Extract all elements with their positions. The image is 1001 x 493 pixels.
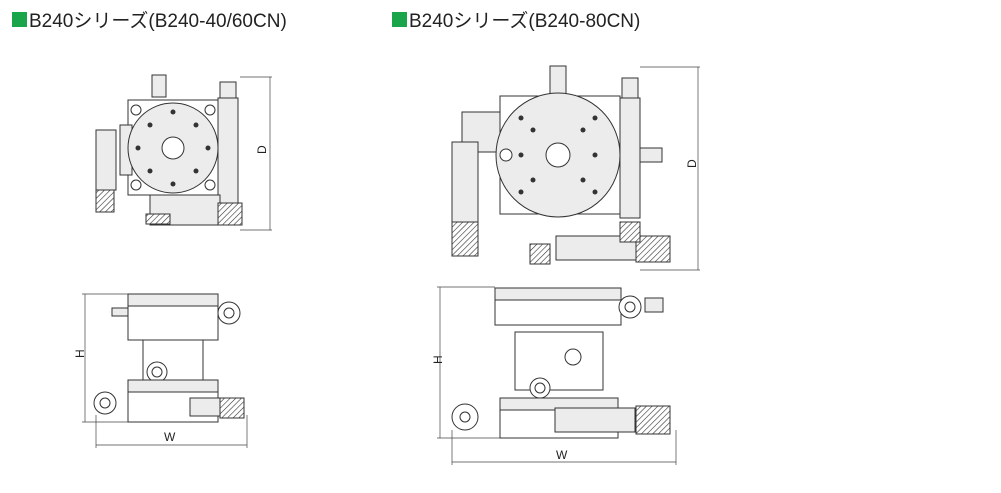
green-square-icon	[12, 12, 27, 27]
dimension-w-label: W	[556, 448, 568, 462]
top-view-40-60cn: D	[95, 74, 272, 231]
dimension-w-label: W	[164, 430, 176, 444]
top-view-80cn: D	[451, 65, 700, 271]
front-view-40-60cn: H W	[73, 293, 248, 448]
title-text: B240シリーズ(B240-80CN)	[409, 11, 641, 32]
section-title-40-60cn: B240シリーズ(B240-40/60CN)	[12, 6, 287, 33]
dimension-d-label: D	[685, 159, 699, 168]
dimension-h-label: H	[431, 355, 445, 364]
front-view-80cn: H W	[431, 286, 677, 465]
dimension-d-label: D	[255, 145, 269, 154]
dimension-h-label: H	[73, 349, 87, 358]
title-text: B240シリーズ(B240-40/60CN)	[29, 11, 287, 32]
green-square-icon	[392, 12, 407, 27]
section-title-80cn: B240シリーズ(B240-80CN)	[392, 6, 640, 33]
